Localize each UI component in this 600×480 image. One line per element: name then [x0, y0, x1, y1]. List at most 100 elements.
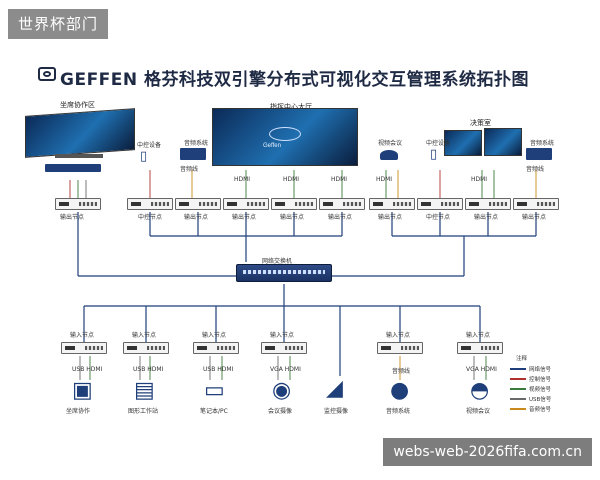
watermark-tag: 世界杯部门	[8, 9, 109, 39]
source-label: 监控摄像	[324, 408, 349, 415]
top-node-4	[223, 198, 269, 210]
microphone-icon: ●	[390, 378, 410, 403]
top-node-label: 输出节点	[60, 214, 85, 221]
legend-swatch	[510, 368, 526, 370]
top-node-label: 输出节点	[328, 214, 353, 221]
top-device-label-4: 中控设备	[426, 140, 451, 147]
network-switch	[236, 264, 332, 282]
hdmi-label: HDMI	[283, 176, 300, 183]
top-node-label: 输出节点	[280, 214, 305, 221]
top-node-9	[465, 198, 511, 210]
audio-line-label-1: 音频线	[180, 166, 199, 173]
decision-screen-left	[444, 130, 482, 156]
source-label: 会议摄像	[268, 408, 293, 415]
seat-monitor-wall	[25, 108, 135, 158]
vga-hdmi-label: VGA HDMI	[466, 366, 497, 373]
watermark-url: webs-web-2026fifa.com.cn	[383, 438, 592, 466]
diagram-title: GEFFEN 格芬科技双引擎分布式可视化交互管理系统拓扑图	[60, 70, 530, 90]
zone-seat-label: 坐席协作区	[60, 101, 95, 109]
legend-swatch	[510, 378, 526, 380]
input-node-5	[377, 342, 423, 354]
screen-logo-text: Geffen	[263, 143, 281, 149]
speaker-icon	[180, 148, 206, 160]
input-node-label: 输入节点	[202, 332, 227, 339]
hall-video-wall: Geffen	[212, 108, 358, 166]
top-node-8	[417, 198, 463, 210]
legend-row: 控制信号	[510, 375, 570, 383]
usb-hdmi-label: USB HDMI	[72, 366, 103, 373]
monitor-stand	[55, 154, 103, 158]
top-node-6	[319, 198, 365, 210]
input-node-label: 输入节点	[386, 332, 411, 339]
hdmi-label: HDMI	[471, 176, 488, 183]
usb-hdmi-label: USB HDMI	[203, 366, 234, 373]
legend-label: 视频信号	[529, 387, 552, 393]
top-device-label-2: 音频系统	[184, 140, 209, 147]
vga-hdmi-label: VGA HDMI	[270, 366, 301, 373]
source-label: 笔记本/PC	[200, 408, 228, 415]
top-node-7	[369, 198, 415, 210]
top-node-label: 输出节点	[474, 214, 499, 221]
conference-camera-icon: ◉	[272, 378, 292, 403]
source-label: 视频会议	[466, 408, 491, 415]
input-node-4	[261, 342, 307, 354]
legend-label: USB信号	[529, 397, 552, 403]
keyboard-icon	[45, 164, 101, 172]
legend-swatch	[510, 408, 526, 410]
source-label: 坐席协作	[66, 408, 91, 415]
top-device-label-1: 中控设备	[137, 142, 162, 149]
tablet-icon: ▯	[430, 147, 438, 162]
geffen-logo-icon	[38, 67, 56, 81]
input-node-label: 输入节点	[466, 332, 491, 339]
legend: 注释 网络信号 控制信号 视频信号 USB信号 音频信号	[510, 354, 570, 413]
top-node-label: 输出节点	[232, 214, 257, 221]
screen-logo-icon	[269, 127, 301, 141]
camera-icon	[380, 150, 398, 160]
audio-line-label-2: 音频线	[526, 166, 545, 173]
top-node-label: 中控节点	[138, 214, 163, 221]
input-node-3	[193, 342, 239, 354]
top-node-label: 中控节点	[426, 214, 451, 221]
input-node-1	[61, 342, 107, 354]
top-node-5	[271, 198, 317, 210]
source-label: 音频系统	[386, 408, 411, 415]
legend-label: 控制信号	[529, 377, 552, 383]
legend-label: 音频信号	[529, 407, 552, 413]
input-node-label: 输入节点	[270, 332, 295, 339]
top-node-10	[513, 198, 559, 210]
switch-label: 网络交换机	[262, 258, 293, 265]
surveillance-camera-icon: ◢	[326, 376, 343, 401]
legend-row: 视频信号	[510, 385, 570, 393]
hdmi-label: HDMI	[331, 176, 348, 183]
hdmi-label: HDMI	[234, 176, 251, 183]
input-node-label: 输入节点	[132, 332, 157, 339]
legend-row: 网络信号	[510, 365, 570, 373]
input-node-2	[123, 342, 169, 354]
workstation-icon: ▣	[72, 378, 93, 403]
legend-swatch	[510, 398, 526, 400]
legend-row: 音频信号	[510, 405, 570, 413]
legend-swatch	[510, 388, 526, 390]
video-conference-icon: ◓	[470, 378, 490, 403]
speaker-icon	[526, 148, 552, 160]
top-node-1	[55, 198, 101, 210]
top-node-label: 输出节点	[378, 214, 403, 221]
decision-screen-right	[484, 128, 522, 156]
legend-row: USB信号	[510, 395, 570, 403]
source-label: 图形工作站	[128, 408, 159, 415]
top-node-label: 输出节点	[522, 214, 547, 221]
legend-label: 网络信号	[529, 367, 552, 373]
laptop-icon: ▭	[204, 378, 225, 403]
zone-hall-label: 指挥中心大厅	[270, 103, 312, 111]
top-node-3	[175, 198, 221, 210]
graphics-workstation-icon: ▤	[134, 378, 155, 403]
audio-line-label-3: 音频线	[392, 368, 411, 375]
top-node-2	[127, 198, 173, 210]
hdmi-label: HDMI	[376, 176, 393, 183]
top-device-label-5: 音频系统	[530, 140, 555, 147]
tablet-icon: ▯	[140, 149, 148, 164]
zone-decision-label: 决策室	[470, 119, 491, 127]
usb-hdmi-label: USB HDMI	[133, 366, 164, 373]
input-node-6	[457, 342, 503, 354]
